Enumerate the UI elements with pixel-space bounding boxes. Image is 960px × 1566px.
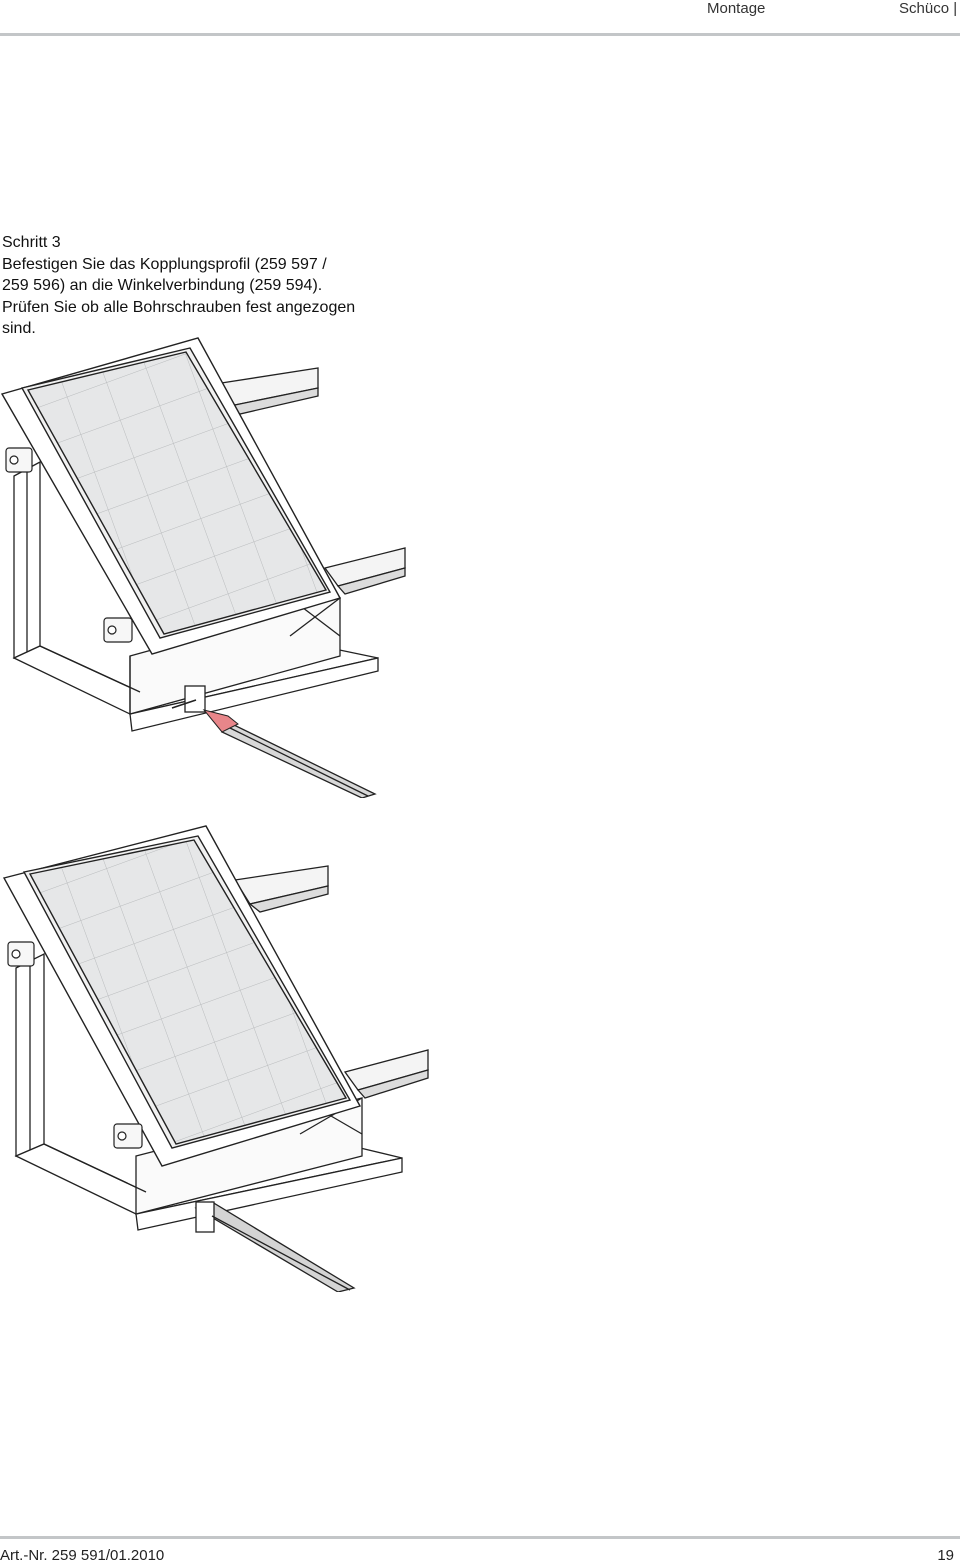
lower-rail bbox=[343, 1049, 429, 1099]
solar-module bbox=[2, 825, 362, 1167]
page-header: Montage Schüco | bbox=[0, 0, 960, 36]
step-text-line: Prüfen Sie ob alle Bohrschrauben fest an… bbox=[2, 298, 356, 316]
solar-frame-illustration bbox=[2, 825, 429, 1292]
page-number: 19 bbox=[937, 1547, 954, 1564]
module-clamps bbox=[5, 447, 133, 643]
solar-module bbox=[0, 337, 342, 655]
step-text-line: sind. bbox=[2, 320, 36, 337]
coupling-profile bbox=[194, 1201, 356, 1292]
solar-frame-illustration bbox=[0, 337, 406, 798]
coupling-profile bbox=[220, 723, 377, 798]
left-support-post bbox=[13, 460, 41, 660]
module-clamps bbox=[7, 941, 143, 1149]
mounting-figure-insert bbox=[0, 336, 470, 798]
step-text-line: Befestigen Sie das Kopplungsprofil (259 … bbox=[2, 255, 327, 273]
article-number: Art.-Nr. 259 591/01.2010 bbox=[0, 1547, 165, 1564]
lower-rail bbox=[323, 547, 406, 595]
left-support-post bbox=[15, 952, 45, 1157]
insert-arrow bbox=[202, 709, 239, 733]
header-rule bbox=[0, 33, 960, 36]
step-instructions: Schritt 3 Befestigen Sie das Kopplungspr… bbox=[2, 232, 422, 340]
header-section-label: Montage bbox=[707, 0, 766, 17]
step-title: Schritt 3 bbox=[2, 234, 61, 251]
mounting-figure-attached bbox=[0, 822, 470, 1292]
base-frame bbox=[12, 597, 379, 732]
step-text-line: 259 596) an die Winkelverbindung (259 59… bbox=[2, 277, 323, 294]
footer-rule bbox=[0, 1536, 960, 1539]
drill-screw bbox=[171, 699, 197, 709]
header-brand-label: Schüco | bbox=[899, 0, 958, 17]
